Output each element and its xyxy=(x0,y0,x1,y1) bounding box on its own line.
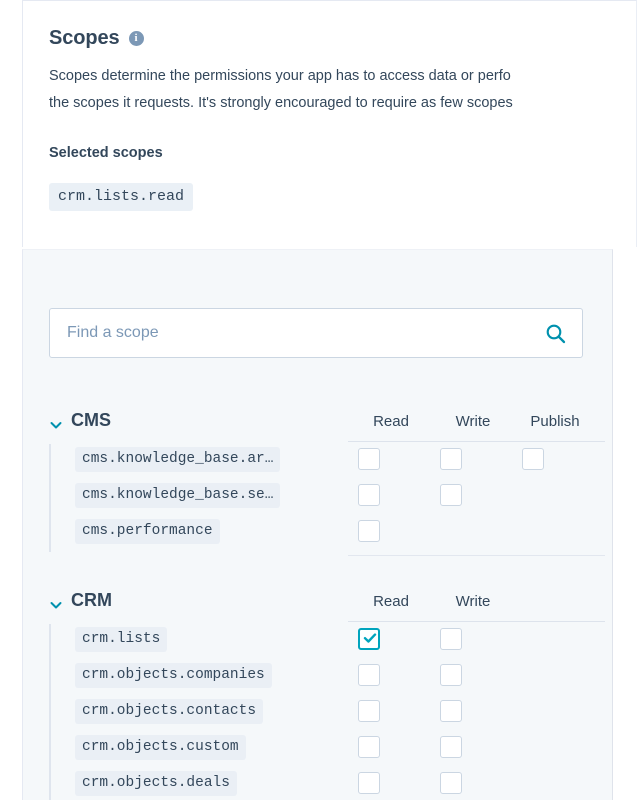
scope-name: crm.objects.contacts xyxy=(75,699,264,724)
column-header-publish: Publish xyxy=(530,413,580,430)
selected-scopes-label: Selected scopes xyxy=(49,145,163,161)
scopes-card: Scopes i Scopes determine the permission… xyxy=(22,0,637,247)
search-box[interactable] xyxy=(49,308,583,358)
info-icon[interactable]: i xyxy=(128,31,144,46)
group-name-crm: CRM xyxy=(71,590,112,610)
column-headers-cms: Read Write Publish xyxy=(348,411,605,442)
scope-group-crm: CRM Read Write crm.lists xyxy=(49,590,605,800)
scope-row: crm.lists xyxy=(75,624,605,660)
search-icon[interactable] xyxy=(545,323,566,344)
scopes-description-line-1: Scopes determine the permissions your ap… xyxy=(49,68,511,84)
checkbox-read[interactable] xyxy=(358,448,380,470)
checkbox-read[interactable] xyxy=(358,520,380,542)
column-headers-crm: Read Write xyxy=(348,591,605,622)
search-input[interactable] xyxy=(67,324,545,342)
scope-row: cms.performance xyxy=(75,516,605,552)
scope-row: crm.objects.contacts xyxy=(75,696,605,732)
scope-name: cms.performance xyxy=(75,519,220,544)
checkbox-read[interactable] xyxy=(358,628,380,650)
checkbox-read[interactable] xyxy=(358,736,380,758)
scope-rows-crm: crm.lists crm.objects.companies xyxy=(49,624,605,800)
scope-name: crm.objects.companies xyxy=(75,663,272,688)
scope-row: cms.knowledge_base.se… xyxy=(75,480,605,516)
scope-row: crm.objects.companies xyxy=(75,660,605,696)
group-header-crm[interactable]: CRM Read Write xyxy=(49,590,605,622)
scope-row: crm.objects.custom xyxy=(75,732,605,768)
group-name-cms: CMS xyxy=(71,410,111,430)
column-header-write: Write xyxy=(455,593,491,610)
scope-row: crm.objects.deals xyxy=(75,768,605,800)
checkbox-write[interactable] xyxy=(440,736,462,758)
card-header: Scopes i xyxy=(49,27,636,50)
selected-scope-chip: crm.lists.read xyxy=(49,183,194,211)
scope-name: crm.objects.deals xyxy=(75,771,237,796)
scopes-description-line-2: the scopes it requests. It's strongly en… xyxy=(49,95,513,111)
checkbox-read[interactable] xyxy=(358,700,380,722)
checkbox-write[interactable] xyxy=(440,448,462,470)
checkbox-write[interactable] xyxy=(440,628,462,650)
scope-search xyxy=(49,308,583,358)
group-divider xyxy=(348,555,605,556)
chevron-down-icon[interactable] xyxy=(49,418,63,432)
checkbox-write[interactable] xyxy=(440,664,462,686)
selected-scopes-list: crm.lists.read xyxy=(49,183,636,211)
check-icon xyxy=(363,631,377,645)
checkbox-read[interactable] xyxy=(358,484,380,506)
chevron-down-icon[interactable] xyxy=(49,598,63,612)
page-title: Scopes xyxy=(49,27,120,49)
checkbox-write[interactable] xyxy=(440,484,462,506)
checkbox-read[interactable] xyxy=(358,664,380,686)
checkbox-read[interactable] xyxy=(358,772,380,794)
column-header-write: Write xyxy=(455,413,491,430)
group-header-cms[interactable]: CMS Read Write Publish xyxy=(49,410,605,442)
scope-name: crm.lists xyxy=(75,627,168,652)
scope-name: crm.objects.custom xyxy=(75,735,246,760)
checkbox-write[interactable] xyxy=(440,772,462,794)
scope-group-cms: CMS Read Write Publish cms.knowledge_bas… xyxy=(49,410,605,556)
checkbox-publish[interactable] xyxy=(522,448,544,470)
scope-name: cms.knowledge_base.se… xyxy=(75,483,281,508)
column-header-read: Read xyxy=(373,593,409,610)
scope-row: cms.knowledge_base.ar… xyxy=(75,444,605,480)
column-header-read: Read xyxy=(373,413,409,430)
scope-name: cms.knowledge_base.ar… xyxy=(75,447,281,472)
scope-picker-panel: CMS Read Write Publish cms.knowledge_bas… xyxy=(22,249,613,800)
scope-rows-cms: cms.knowledge_base.ar… cms.knowledge_bas… xyxy=(49,444,605,552)
checkbox-write[interactable] xyxy=(440,700,462,722)
